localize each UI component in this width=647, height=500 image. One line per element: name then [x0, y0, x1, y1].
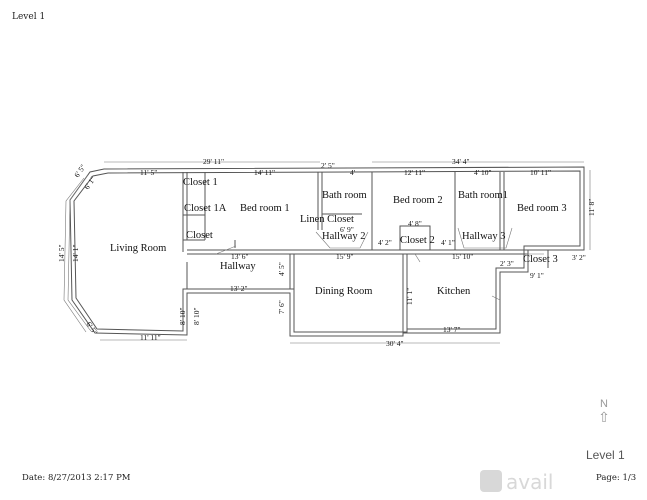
room-label-bedroom2: Bed room 2 — [393, 195, 443, 206]
dim-label: 14' 5" — [57, 244, 66, 262]
room-label-closet1a: Closet 1A — [184, 203, 227, 214]
dim-label: 4' 10" — [474, 168, 492, 177]
page-indicator: Page: 1/3 — [596, 473, 637, 483]
dim-label: 11' 11" — [140, 333, 161, 342]
dim-label: 11' 8" — [587, 199, 596, 216]
dim-label: 4' 2" — [378, 238, 392, 247]
dim-label: 6' 5" — [84, 320, 99, 336]
dim-label: 6' 5" — [72, 163, 87, 179]
dim-label: 8' 10" — [178, 307, 187, 325]
dim-label: 2' 5" — [321, 161, 335, 170]
date-value: 8/27/2013 2:17 PM — [48, 473, 131, 483]
dim-label: 3' 2" — [572, 253, 586, 262]
dim-label: 12' 11" — [404, 168, 425, 177]
room-label-linen-closet: Linen Closet — [300, 214, 354, 225]
room-label-kitchen: Kitchen — [437, 286, 471, 297]
room-label-bedroom1: Bed room 1 — [240, 203, 290, 214]
dim-label: 29' 11" — [203, 157, 224, 166]
dim-label: 4' 5" — [277, 262, 286, 276]
room-label-hallway2: Hallway 2 — [322, 231, 365, 242]
room-label-hallway: Hallway — [220, 261, 256, 272]
bay-window — [63, 174, 91, 333]
dim-label: 10' 11" — [530, 168, 551, 177]
dim-label: 15' 9" — [336, 252, 354, 261]
dim-label: 6' 9" — [340, 225, 354, 234]
dim-label: 2' 3" — [500, 259, 514, 268]
dim-label: 4' — [350, 168, 356, 177]
dim-label: 30' 4" — [386, 339, 404, 348]
dim-label: 4' 8" — [408, 219, 422, 228]
room-label-closet1: Closet 1 — [183, 177, 218, 188]
dim-label: 13' 2" — [230, 284, 248, 293]
room-label-closet2: Closet 2 — [400, 235, 435, 246]
watermark-text: avail — [506, 470, 553, 494]
dim-label: 11' 1" — [405, 288, 414, 305]
north-arrow-icon: ⇧ — [598, 409, 610, 425]
dim-label: 15' 10" — [452, 252, 473, 261]
room-label-bedroom3: Bed room 3 — [517, 203, 567, 214]
dim-label: 9' 1" — [530, 271, 544, 280]
room-label-bathroom1: Bath room1 — [458, 190, 508, 201]
level-label: Level 1 — [586, 448, 625, 462]
dim-label: 7' 6" — [277, 300, 286, 314]
dim-label: 13' 7" — [443, 325, 461, 334]
room-label-living-room: Living Room — [110, 243, 166, 254]
dim-label: 14' 1" — [71, 244, 80, 262]
avail-logo-icon — [480, 470, 502, 492]
interior-walls — [182, 172, 549, 332]
room-label-closet3: Closet 3 — [523, 254, 558, 265]
dim-label: 14' 11" — [254, 168, 275, 177]
avail-watermark: avail — [480, 470, 553, 494]
dim-label: 6' 1" — [82, 175, 97, 191]
room-label-bathroom: Bath room — [322, 190, 367, 201]
north-compass: N ⇧ — [592, 398, 616, 424]
dim-label: 4' 1" — [441, 238, 455, 247]
dim-label: 34' 4" — [452, 157, 470, 166]
room-label-dining-room: Dining Room — [315, 286, 372, 297]
room-label-hallway3: Hallway 3 — [462, 231, 505, 242]
dim-label: 13' 6" — [231, 252, 249, 261]
date-label: Date: — [22, 473, 46, 483]
room-label-closet: Closet — [186, 230, 213, 241]
dimension-lines — [100, 161, 591, 344]
dim-label: 8' 10" — [192, 307, 201, 325]
dim-label: 11' 5" — [140, 168, 157, 177]
door-swings — [215, 227, 544, 301]
north-letter: N — [600, 398, 608, 410]
page-title: Level 1 — [12, 12, 46, 22]
